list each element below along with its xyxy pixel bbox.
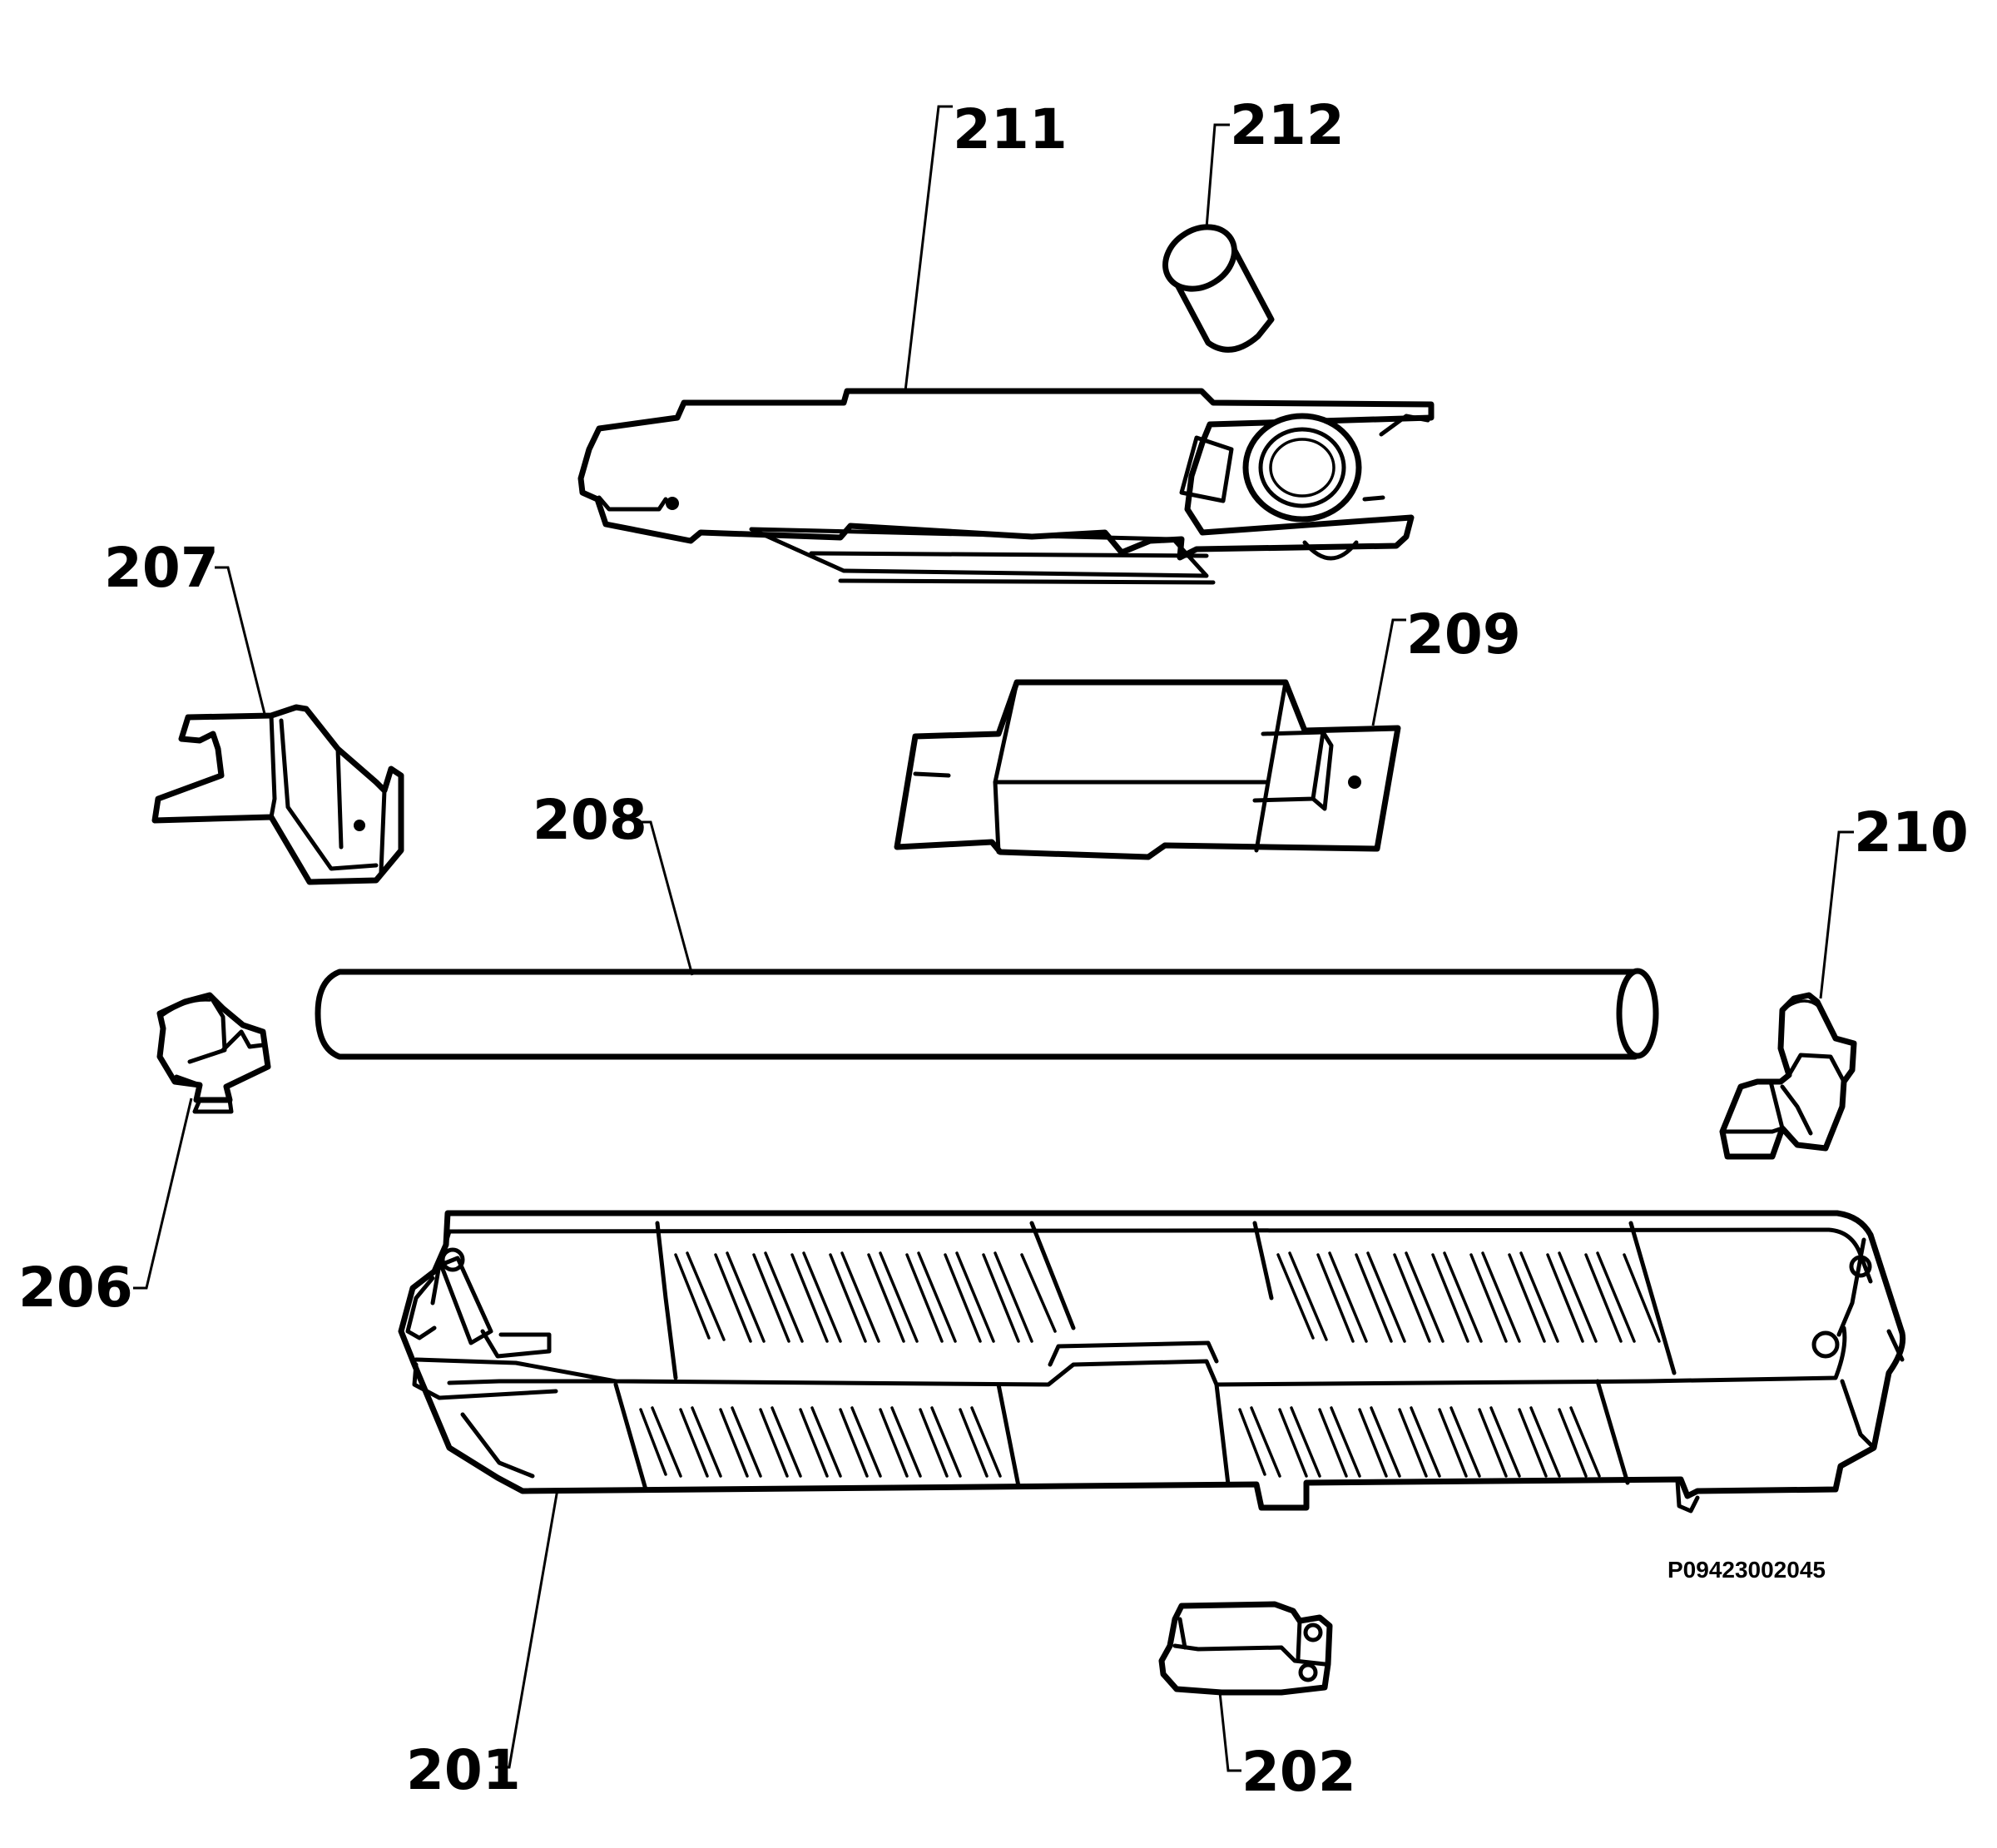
- part-212-cylinder: [1162, 224, 1275, 353]
- callout-206: 206: [18, 1256, 133, 1320]
- leader-lines: [133, 105, 1854, 1772]
- callout-210: 210: [1854, 800, 1969, 865]
- callout-labels: 211 212 207 209 208 210 206 201 202 P094…: [18, 93, 1969, 1804]
- part-202-clip-connector: [1158, 1601, 1333, 1696]
- callout-212: 212: [1230, 93, 1345, 157]
- part-210-lamp-holder-right: [1719, 992, 1857, 1160]
- part-211-housing-cover: [577, 388, 1435, 585]
- part-201-lamp-housing: [398, 1210, 1906, 1514]
- callout-207: 207: [104, 536, 219, 600]
- vent-slots-upper-right: [1276, 1251, 1661, 1343]
- callout-201: 201: [406, 1738, 521, 1802]
- part-206-lamp-holder-left: [156, 992, 271, 1114]
- callout-202: 202: [1241, 1740, 1356, 1804]
- reference-code: P09423002045: [1667, 1557, 1826, 1583]
- vent-slots-lower-right: [1238, 1406, 1601, 1478]
- vent-slots-upper-left: [674, 1251, 1057, 1343]
- part-208-fluorescent-tube: [315, 968, 1659, 1060]
- part-209-ballast: [894, 679, 1401, 860]
- callout-209: 209: [1406, 602, 1521, 666]
- callout-208: 208: [533, 788, 647, 852]
- vent-slots-lower-left: [639, 1406, 1002, 1478]
- part-207-clip-bracket: [151, 704, 404, 885]
- callout-211: 211: [953, 97, 1068, 161]
